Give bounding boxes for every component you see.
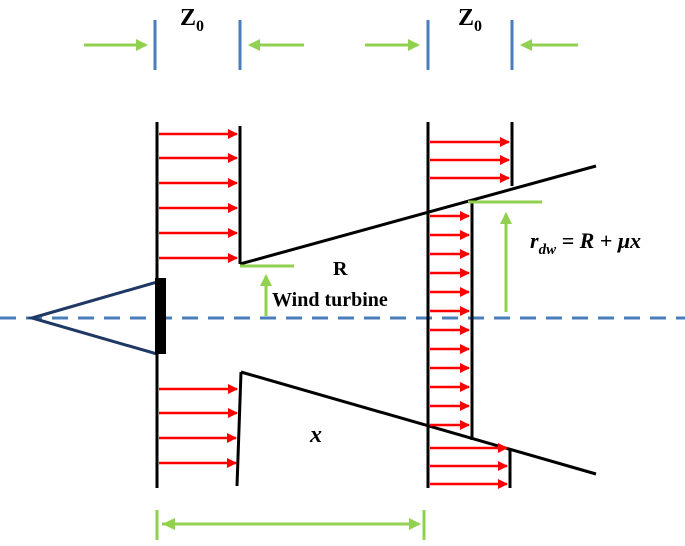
- wake-velocity-arrows: [430, 211, 470, 430]
- wind-turbine: [26, 278, 166, 356]
- z0-left-label: Z0: [180, 5, 204, 35]
- upper-inflow-arrows: [159, 129, 238, 263]
- downstream-distance-indicator: [155, 510, 426, 540]
- lower-inflow-arrows: [159, 384, 238, 468]
- radius-label: R: [333, 258, 348, 280]
- z0-marker-right: Z0: [365, 5, 578, 70]
- wind-turbine-label: Wind turbine: [272, 289, 388, 311]
- distance-arrow-left-head: [162, 518, 175, 530]
- lower-wake-boundary: [240, 370, 597, 476]
- z0-marker-left: Z0: [84, 5, 304, 70]
- right-lower-free-arrows: [430, 443, 508, 489]
- z0-right-label: Z0: [458, 5, 482, 35]
- upper-wake-boundary: [239, 164, 597, 266]
- right-upper-free-arrows: [430, 137, 510, 183]
- wake-radius-indicator: rdw = R + μx: [468, 200, 641, 312]
- rotor-bar-icon: [155, 278, 166, 354]
- radius-indicator: R Wind turbine: [240, 258, 388, 316]
- distance-label: x: [309, 422, 322, 448]
- lower-left-profile-line: [235, 371, 243, 487]
- wake-radius-formula: rdw = R + μx: [530, 228, 641, 258]
